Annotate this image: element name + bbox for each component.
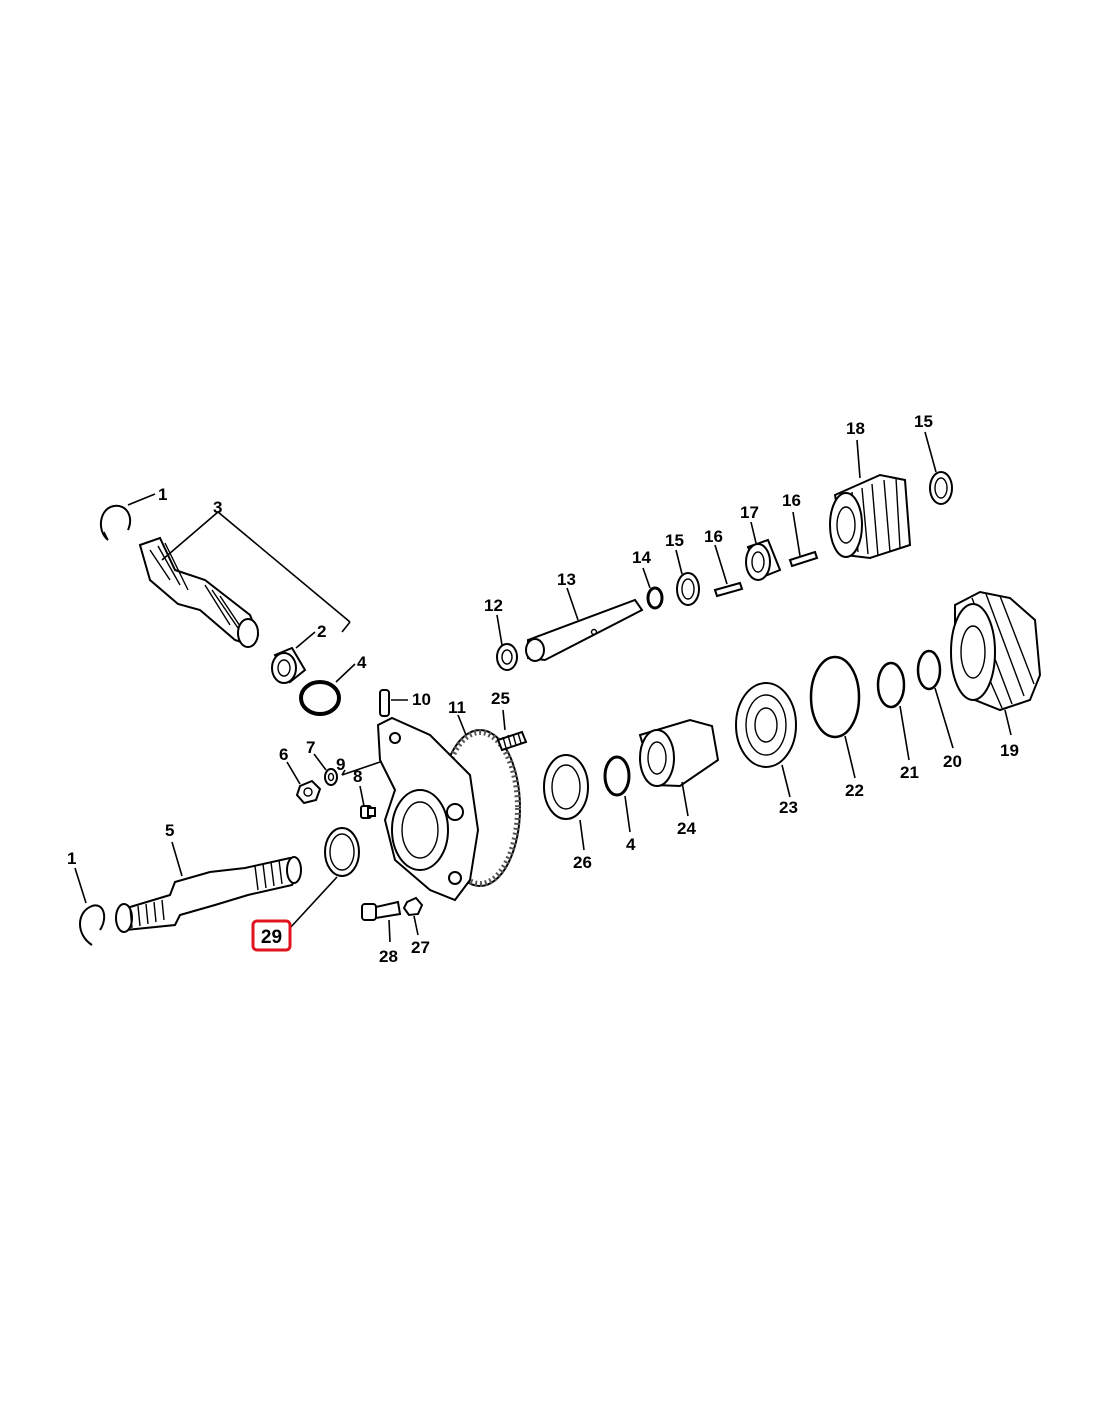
stud-25 [496, 730, 528, 752]
callout-22: 22 [845, 781, 864, 800]
callout-12: 12 [484, 596, 503, 615]
shaft-3 [138, 536, 260, 648]
callout-11: 11 [448, 698, 466, 717]
callout-15-right: 15 [914, 412, 933, 431]
leader-lines [74, 431, 1012, 943]
ball-bearing-23 [735, 682, 797, 768]
callout-3: 3 [213, 498, 222, 517]
callout-10: 10 [412, 690, 431, 709]
thrust-washer-15-right [929, 471, 953, 505]
snap-ring-1-bottom [79, 904, 106, 946]
callout-4-left: 4 [357, 653, 367, 672]
bolt-8 [360, 805, 376, 819]
callout-14: 14 [632, 548, 651, 567]
pin-16-right [788, 550, 819, 568]
callout-15-mid: 15 [665, 531, 684, 550]
bearing-17 [745, 538, 782, 581]
washer-7 [324, 768, 338, 786]
bearing-12 [496, 643, 518, 671]
o-ring-4-left [299, 680, 341, 716]
seal-26 [543, 754, 589, 820]
callout-1-top: 1 [158, 485, 167, 504]
callout-2: 2 [317, 622, 326, 641]
cluster-gear-18 [829, 473, 912, 560]
output-shaft-5 [115, 856, 302, 933]
highlight-box [251, 919, 292, 952]
bolt-28 [361, 900, 402, 921]
nut-27 [402, 896, 424, 917]
highlighted-callout-29[interactable]: 29 [251, 919, 292, 952]
callout-19: 19 [1000, 741, 1019, 760]
idler-shaft-13 [525, 598, 644, 662]
callout-27: 27 [411, 938, 430, 957]
callout-7: 7 [306, 738, 315, 757]
bushing-2 [271, 646, 307, 684]
callout-20: 20 [943, 752, 962, 771]
callout-1-bottom: 1 [67, 849, 76, 868]
snap-ring-1-top [99, 504, 132, 541]
callout-13: 13 [557, 570, 576, 589]
callout-17: 17 [740, 503, 759, 522]
pin-10 [379, 689, 390, 717]
callout-23: 23 [779, 798, 798, 817]
thrust-washer-15-mid [676, 572, 700, 606]
callout-9: 9 [336, 755, 345, 774]
callout-6: 6 [279, 745, 288, 764]
callout-5: 5 [165, 821, 174, 840]
o-ring-4-mid [603, 755, 631, 797]
callout-26: 26 [573, 853, 592, 872]
snap-ring-20 [916, 649, 942, 691]
callout-24: 24 [677, 819, 696, 838]
snap-ring-22 [809, 655, 861, 739]
callout-21: 21 [900, 763, 919, 782]
gear-19 [950, 590, 1042, 712]
callout-16-left: 16 [704, 527, 723, 546]
snap-ring-21 [876, 661, 906, 709]
callout-16-right: 16 [782, 491, 801, 510]
callout-8: 8 [353, 767, 362, 786]
coupler-24 [638, 718, 720, 788]
pin-16-left [713, 581, 744, 598]
housing [376, 716, 480, 902]
ring-29 [324, 827, 360, 877]
callout-28: 28 [379, 947, 398, 966]
nut-6 [295, 779, 322, 805]
o-ring-14 [646, 586, 664, 610]
callout-4-mid: 4 [626, 835, 636, 854]
callout-29: 29 [261, 927, 282, 948]
callout-18: 18 [846, 419, 865, 438]
callout-25: 25 [491, 689, 510, 708]
